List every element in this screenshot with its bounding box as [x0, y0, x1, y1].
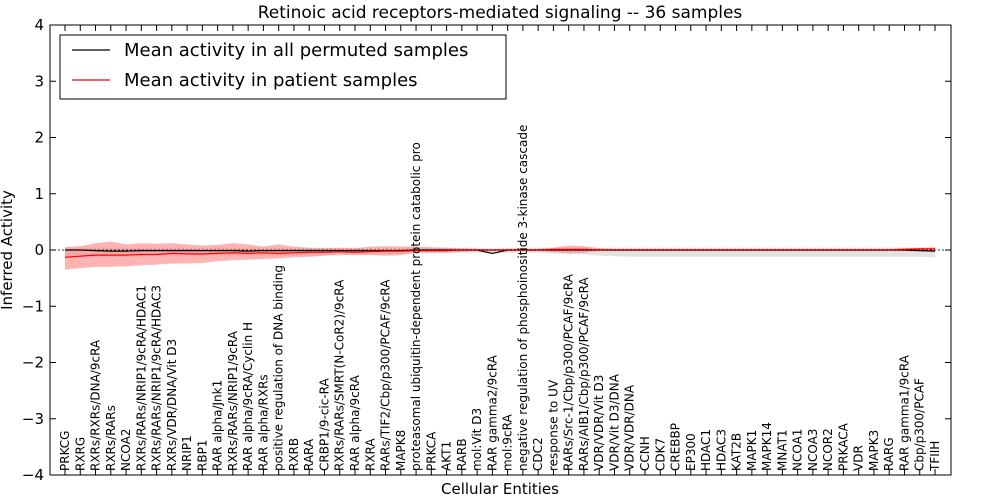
x-category-label: RXRB [287, 438, 301, 471]
x-category-label: CDC2 [531, 437, 545, 471]
x-category-label: RBP1 [195, 440, 209, 471]
x-category-label: PRKACA [836, 422, 850, 471]
x-category-label: HDAC3 [714, 429, 728, 471]
x-category-label: EP300 [684, 433, 698, 471]
x-category-label: RAR gamma2/9cRA [485, 354, 499, 471]
x-category-label: PRKCA [424, 431, 438, 471]
y-tick-label: 1 [34, 185, 44, 203]
x-category-label: VDR/VDR/Vit D3 [592, 375, 606, 471]
x-category-label: RXRs/RARs/NRIP1/9cRA [226, 330, 240, 471]
x-category-label: MNAT1 [775, 429, 789, 471]
x-category-label: CDK7 [653, 438, 667, 471]
x-category-label: proteasomal ubiquitin-dependent protein … [409, 142, 423, 471]
x-category-label: VDR [852, 445, 866, 471]
x-category-label: VDR/VDR/DNA [623, 384, 637, 471]
x-category-label: RXRs/RARs/SMRT(N-CoR2)/9cRA [333, 279, 347, 471]
x-category-label: NCOA3 [806, 429, 820, 471]
x-category-label: AKT1 [440, 441, 454, 471]
x-category-label: CRBP1/9-cic-RA [318, 377, 332, 471]
y-axis-label: Inferred Activity [0, 190, 16, 310]
y-tick-label: 2 [34, 129, 44, 147]
x-category-label: MAPK8 [394, 430, 408, 471]
x-category-label: mol:Vit D3 [470, 408, 484, 471]
x-category-label: TFIIH [928, 441, 942, 472]
legend-label-patient: Mean activity in patient samples [124, 70, 418, 91]
chart-title: Retinoic acid receptors-mediated signali… [258, 3, 743, 23]
x-category-label: RXRs/RARs [104, 405, 118, 471]
x-category-label: NCOR2 [821, 428, 835, 471]
x-category-label: RARs/AIB1/Cbp/p300/PCAF/9cRA [577, 277, 591, 471]
x-category-label: RXRs/RARs/NRIP1/9cRA/HDAC1 [134, 285, 148, 471]
x-category-label: CREBBP [669, 423, 683, 471]
x-category-label: RAR alpha/9cRA/Cyclin H [241, 322, 255, 471]
x-category-label: RARG [882, 437, 896, 471]
y-tick-label: −1 [22, 297, 44, 315]
y-tick-label: −2 [22, 354, 44, 372]
x-category-label: CCNH [638, 436, 652, 471]
x-axis-label: Cellular Entities [441, 480, 559, 498]
x-category-label: RAR alpha/9cRA [348, 374, 362, 471]
y-tick-label: 0 [34, 241, 44, 259]
patient-band [65, 241, 935, 270]
y-tick-label: 3 [34, 72, 44, 90]
x-category-label: RXRs/RXRs/DNA/9cRA [89, 339, 103, 471]
x-category-label: MAPK3 [867, 430, 881, 471]
x-category-label: RXRA [363, 438, 377, 471]
x-category-label: RAR gamma1/9cRA [898, 354, 912, 471]
legend: Mean activity in all permuted samples Me… [59, 34, 507, 100]
x-category-label: MAPK1 [745, 430, 759, 471]
x-category-label: positive regulation of DNA binding [272, 265, 286, 471]
y-tick-label: 4 [34, 16, 44, 34]
x-category-label: PRKCG [58, 431, 72, 471]
x-category-label: RXRs/VDR/DNA/Vit D3 [165, 339, 179, 471]
x-category-label: RXRG [73, 437, 87, 471]
x-category-label: RAR alpha/Jnk1 [211, 380, 225, 471]
x-category-label: negative regulation of phosphoinositide … [516, 125, 530, 471]
x-category-label: NCOA1 [791, 429, 805, 471]
x-category-label: RARB [455, 438, 469, 471]
x-category-label: RXRs/RARs/NRIP1/9cRA/HDAC3 [150, 285, 164, 471]
x-category-label: Cbp/p300/PCAF [913, 378, 927, 471]
x-category-label: VDR/Vit D3/DNA [608, 373, 622, 471]
x-category-label: NCOA2 [119, 429, 133, 471]
x-category-label: HDAC1 [699, 429, 713, 471]
confidence-bands [65, 241, 935, 270]
x-category-label: RAR alpha/RXRs [256, 374, 270, 471]
x-category-label: KAT2B [730, 433, 744, 471]
legend-box [59, 34, 507, 100]
x-category-label: response to UV [546, 379, 560, 471]
x-category-label: RARA [302, 438, 316, 471]
legend-label-permuted: Mean activity in all permuted samples [124, 40, 468, 61]
x-category-label: NRIP1 [180, 435, 194, 471]
y-tick-label: −3 [22, 410, 44, 428]
y-axis-ticks: −4 −3 −2 −1 0 1 2 3 4 [22, 16, 951, 484]
x-category-label: mol:9cRA [501, 414, 515, 471]
x-category-label: MAPK14 [760, 422, 774, 471]
x-category-label: RARs/Src-1/Cbp/p300/PCAF/9cRA [562, 273, 576, 471]
y-tick-label: −4 [22, 466, 44, 484]
x-category-label: RARs/TIF2/Cbp/p300/PCAF/9cRA [379, 279, 393, 471]
